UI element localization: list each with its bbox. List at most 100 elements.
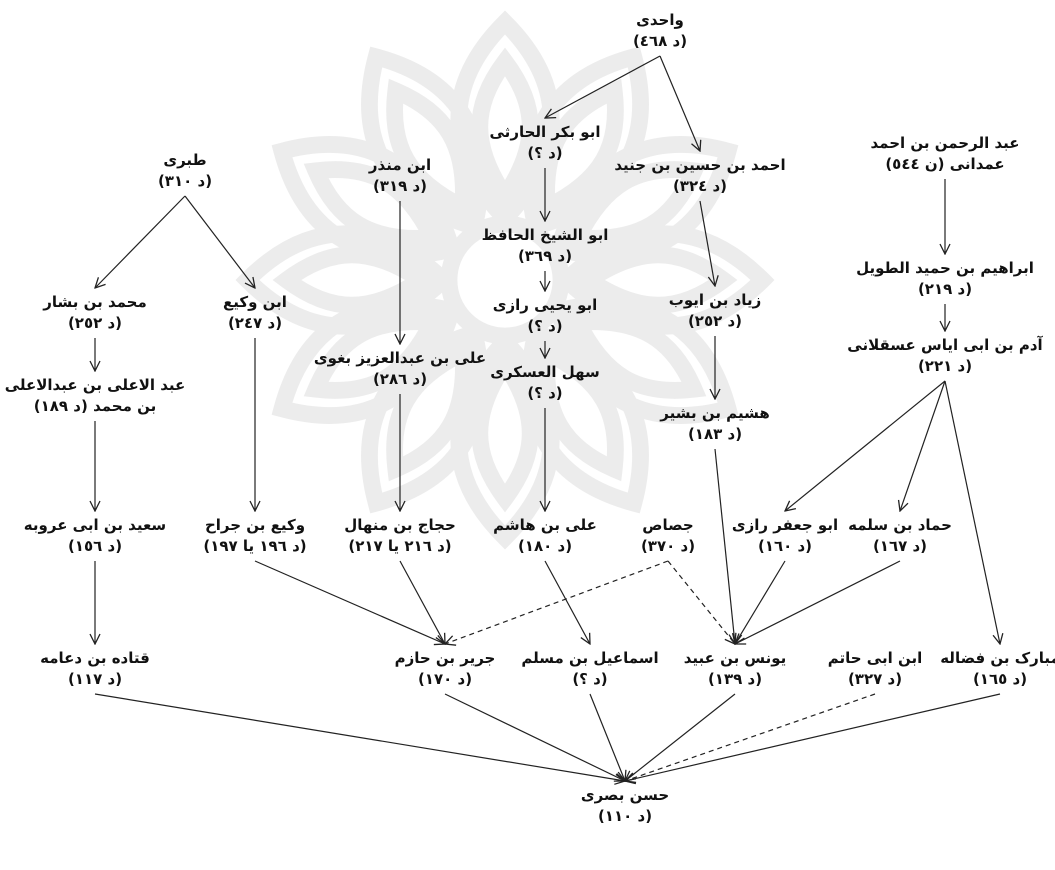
- edge-yunus-to-hasan: [625, 693, 736, 781]
- narrator-date: (د ٣١٠): [157, 172, 213, 190]
- narrator-date: (د ١٦٠): [757, 537, 813, 555]
- edge-jarir-to-hasan: [444, 693, 625, 781]
- node-hushaym: هشیم بن بشیر (د ١٨٣): [660, 403, 769, 445]
- edge-group: [94, 55, 1000, 781]
- edge-adam-to-hammad: [900, 380, 946, 511]
- edge-hammad-to-yunus: [735, 560, 901, 644]
- narrator-date: (د ٣٦٩): [517, 247, 573, 265]
- narrator-name: احمد بن حسین بن جنید: [614, 156, 786, 174]
- node-hammad: حماد بن سلمه (د ١٦٧): [848, 515, 952, 557]
- node-abu-jafar: ابو جعفر رازی (د ١٦٠): [732, 515, 838, 557]
- node-hasan: حسن بصری (د ١١٠): [581, 785, 669, 827]
- narrator-name: حماد بن سلمه: [848, 516, 952, 534]
- narrator-name: عبد الاعلی بن عبدالاعلی: [4, 376, 186, 394]
- narrator-name: ابو یحیی رازی: [492, 296, 598, 314]
- narrator-date: (د ٢٨٦): [372, 370, 428, 388]
- narrator-date: (د ٢٥٢): [687, 312, 743, 330]
- node-jassas: جصاص (د ٣٧٠): [641, 515, 695, 557]
- node-abd-ala: عبد الاعلی بن عبدالاعلی بن محمد (د ١٨٩): [5, 375, 186, 417]
- narrator-name: سهل العسکری: [490, 363, 600, 381]
- narrator-date: (د ١٣٩): [707, 670, 763, 688]
- narrator-date: (د ؟): [527, 317, 563, 335]
- node-ibn-abi-hatim: ابن ابی حاتم (د ٣٢٧): [828, 648, 923, 690]
- edge-qatada-to-hasan: [94, 693, 625, 781]
- narrator-name: واحدی: [636, 11, 684, 29]
- node-ahmad: احمد بن حسین بن جنید (د ٣٢٤): [614, 155, 785, 197]
- narrator-name: اسماعیل بن مسلم: [521, 649, 659, 667]
- node-ali-hashim: علی بن هاشم (د ١٨٠): [493, 515, 597, 557]
- narrator-date: (د ٢٤٧): [227, 314, 283, 332]
- node-adam: آدم بن ابی ایاس عسقلانی (د ٢٢١): [847, 335, 1042, 377]
- edge-wahidi-to-ahmad: [659, 55, 700, 151]
- edge-ismail-to-hasan: [589, 693, 625, 781]
- narrator-date: (د ٤٦٨): [632, 32, 688, 50]
- edge-ali-hashim-to-ismail: [544, 560, 590, 644]
- narrator-name: ابن ابی حاتم: [827, 649, 923, 667]
- node-ali-baghawi: علی بن عبدالعزیز بغوی (د ٢٨٦): [314, 348, 486, 390]
- narrator-name: ابو جعفر رازی: [731, 516, 839, 534]
- node-abu-shaykh: ابو الشیخ الحافظ(د ٣٦٩): [482, 225, 609, 267]
- node-hajjaj: حجاج بن منهال (د ٢١٦ یا ٢١٧): [344, 515, 456, 557]
- narrator-date: (د ٢١٦ یا ٢١٧): [348, 537, 452, 555]
- node-ismail: اسماعیل بن مسلم (د ؟): [521, 648, 658, 690]
- narrator-date: (د ١٨٣): [687, 425, 743, 443]
- narrator-name: ابن منذر: [368, 156, 432, 174]
- narrator-name: جصاص: [642, 516, 694, 534]
- node-mubarak: مبارک بن فضاله(د ١٦٥): [940, 648, 1055, 690]
- narrator-date: عمدانی (ن ٥٤٤): [885, 155, 1005, 173]
- narrator-name: سعید بن ابی عروبه: [23, 516, 167, 534]
- narrator-name: علی بن هاشم: [493, 516, 597, 534]
- dashed-edge-ibn-abi-hatim-to-hasan: [625, 693, 876, 781]
- narrator-date: (د ٢٥٢): [67, 314, 123, 332]
- narrator-date: (د ١٨٠): [517, 537, 573, 555]
- node-ibn-mundhir: ابن منذر (د ٣١٩): [369, 155, 431, 197]
- node-ibrahim: ابراهیم بن حمید الطویل(د ٢١٩): [856, 258, 1034, 300]
- narrator-date: (د ١٩٦ یا ١٩٧): [203, 537, 307, 555]
- edge-tabari-to-ibn-waki: [184, 195, 255, 288]
- narrator-name: آدم بن ابی ایاس عسقلانی: [847, 336, 1043, 354]
- narrator-date: (د ٣١٩): [372, 177, 428, 195]
- node-tabari: طبری (د ٣١٠): [158, 150, 212, 192]
- edge-abu-jafar-to-yunus: [735, 560, 786, 644]
- narrator-date: (د ١١٠): [597, 807, 653, 825]
- narrator-date: (د ٣٧٠): [640, 537, 696, 555]
- narrator-date: (د ١٦٧): [872, 537, 928, 555]
- node-abdulrahman: عبد الرحمن بن احمد عمدانی (ن ٥٤٤): [871, 133, 1020, 175]
- edge-ahmad-to-ziyad: [699, 200, 715, 286]
- narrator-date: (د ١٧٠): [417, 670, 473, 688]
- narrator-name: طبری: [163, 151, 207, 169]
- narrator-date: (د ١٥٦): [67, 537, 123, 555]
- node-jarir: جریر بن حازم (د ١٧٠): [395, 648, 496, 690]
- narrator-name: مبارک بن فضاله: [940, 649, 1055, 667]
- edge-waki-to-jarir: [254, 560, 445, 644]
- edge-hushaym-to-yunus: [714, 448, 735, 644]
- node-sahl: سهل العسکری(د ؟): [490, 362, 600, 404]
- narrator-date: (د ؟): [527, 144, 563, 162]
- narrator-date: بن محمد (د ١٨٩): [33, 397, 157, 415]
- node-wahidi: واحدی (د ٤٦٨): [633, 10, 687, 52]
- narrator-date: (د ٢٢١): [917, 357, 973, 375]
- node-ibn-waki: ابن وکیع(د ٢٤٧): [223, 292, 287, 334]
- narrator-name: علی بن عبدالعزیز بغوی: [313, 349, 487, 367]
- narrator-date: (د ؟): [572, 670, 608, 688]
- narrator-name: حسن بصری: [580, 786, 670, 804]
- edge-tabari-to-muhammad: [95, 195, 186, 288]
- narrator-date: (د ٣٢٤): [672, 177, 728, 195]
- edge-wahidi-to-abu-bakr: [545, 55, 661, 118]
- narrator-name: ابو بکر الحارثی: [489, 123, 601, 141]
- node-qatada: قتاده بن دعامه(د ١١٧): [40, 648, 150, 690]
- narrator-name: یونس بن عبید: [683, 649, 787, 667]
- watermark-logo: [225, 10, 785, 560]
- narrator-name: عبد الرحمن بن احمد: [870, 134, 1020, 152]
- node-waki: وکیع بن جراح(د ١٩٦ یا ١٩٧): [203, 515, 306, 557]
- narrator-date: (د ٣٢٧): [847, 670, 903, 688]
- node-muhammad: محمد بن بشار(د ٢٥٢): [43, 292, 147, 334]
- narrator-name: ابراهیم بن حمید الطویل: [856, 259, 1034, 277]
- narrator-name: جریر بن حازم: [394, 649, 496, 667]
- narrator-name: هشیم بن بشیر: [660, 404, 770, 422]
- edge-hajjaj-to-jarir: [399, 560, 445, 644]
- narrator-name: حجاج بن منهال: [344, 516, 456, 534]
- node-abu-bakr: ابو بکر الحارثی (د ؟): [490, 122, 601, 164]
- narrator-name: زیاد بن ایوب: [668, 291, 762, 309]
